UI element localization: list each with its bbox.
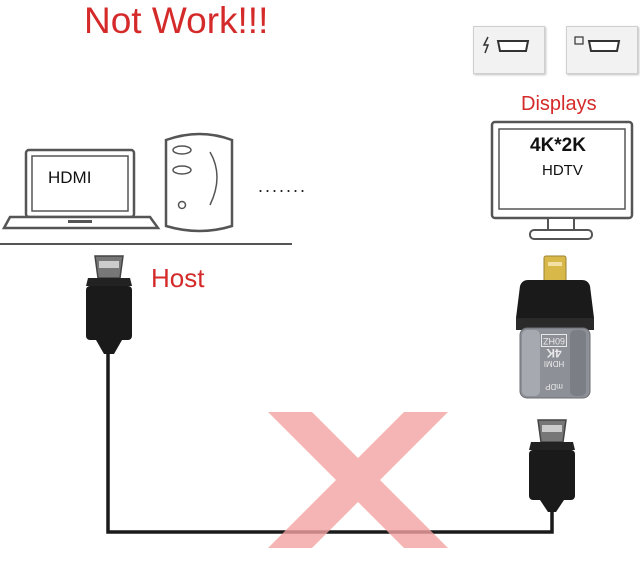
adapter-label-line: 60HZ (541, 334, 567, 347)
laptop-icon (1, 148, 161, 230)
adapter-label: mDP HDMI 4K 60HZ (537, 334, 571, 392)
adapter-icon (516, 255, 594, 399)
page-title: Not Work!!! (84, 0, 269, 41)
thunderbolt-port-icon (473, 26, 545, 74)
host-divider (0, 243, 292, 245)
adapter-label-line: mDP (545, 382, 563, 391)
cross-mark-icon (268, 412, 448, 548)
hdmi-cable (106, 350, 554, 534)
monitor-type-label: HDTV (542, 162, 583, 179)
laptop-screen-label: HDMI (48, 168, 92, 187)
displays-label: Displays (521, 93, 597, 115)
hdmi-plug-icon (529, 419, 575, 512)
monitor-icon (490, 120, 634, 240)
adapter-label-line: 4K (546, 346, 562, 360)
more-devices-ellipsis: ....... (258, 176, 308, 196)
monitor-resolution-label: 4K*2K (530, 135, 586, 156)
host-label: Host (151, 263, 205, 293)
hdmi-plug-icon (86, 255, 132, 354)
mini-displayport-icon (566, 26, 638, 74)
desktop-tower-icon (164, 132, 234, 233)
